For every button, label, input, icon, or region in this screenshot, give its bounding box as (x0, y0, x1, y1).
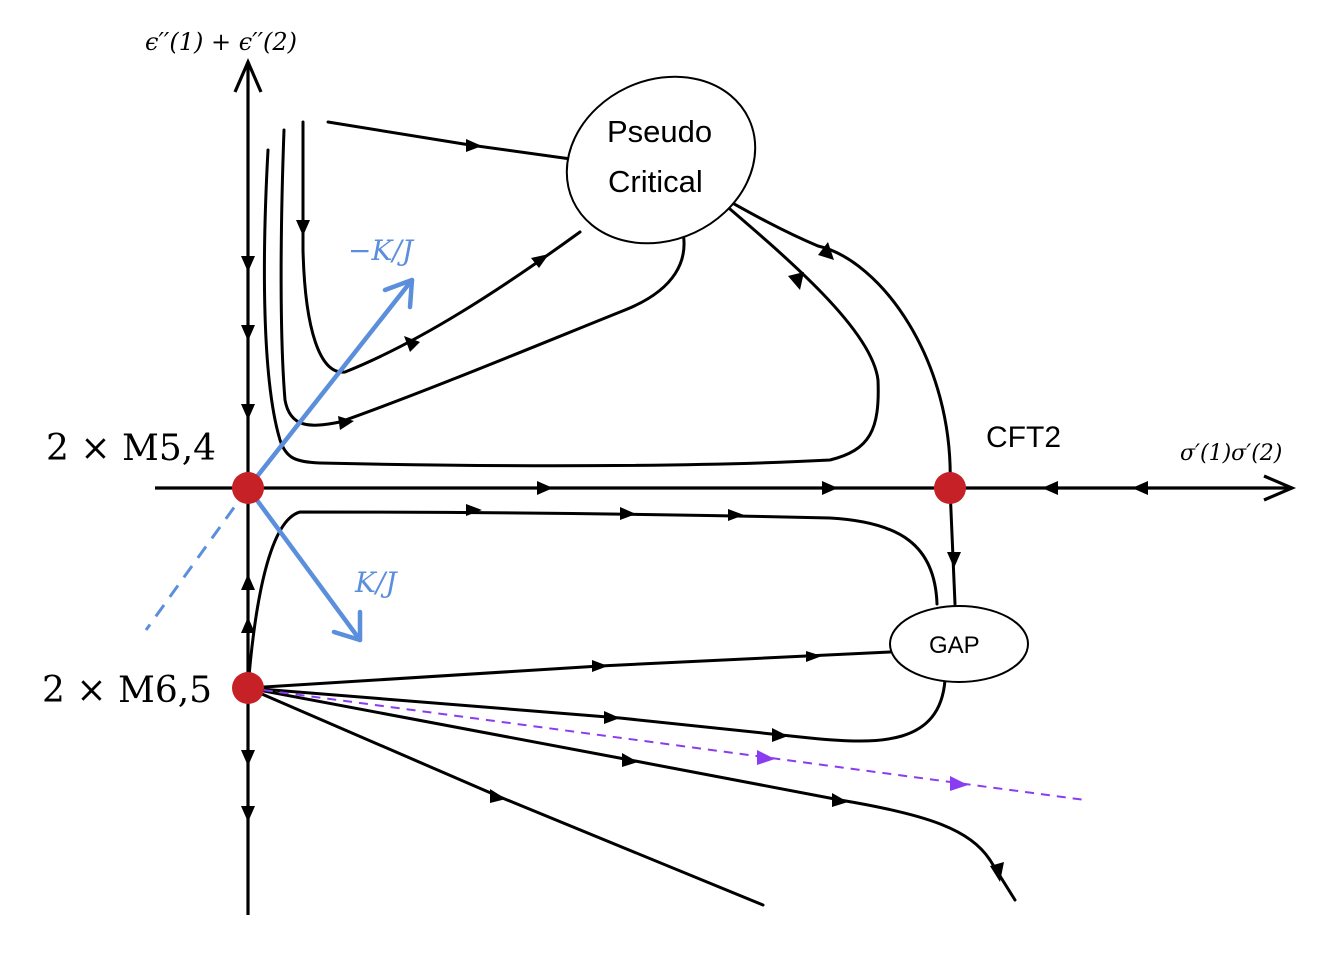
flow-m65-to-gap (246, 650, 892, 690)
minus-k-over-j-arrow (245, 277, 415, 491)
fixed-point-m54 (232, 472, 264, 504)
arrow-marker (490, 789, 506, 803)
arrow-marker (604, 711, 620, 724)
arrow-marker (788, 272, 804, 290)
flow-left-outer (262, 148, 880, 468)
y-axis-label: ϵ′′(1) + ϵ′′(2) (145, 28, 297, 56)
arrow-marker (947, 552, 961, 568)
flow-cft2-to-gap (948, 486, 957, 606)
arrow-marker (592, 660, 608, 672)
flow-m65-to-upper-band (246, 510, 939, 690)
arrow-marker (466, 504, 482, 516)
flow-cft2-to-pseudo (718, 194, 952, 490)
blue-dashed-extension (144, 487, 250, 631)
arrow-marker (832, 793, 848, 807)
flow-left-inner (301, 120, 582, 374)
flow-top-to-pseudo (326, 120, 580, 162)
m54-label: 2 × M5,4 (46, 428, 216, 469)
cft2-label: CFT2 (986, 421, 1061, 454)
k-over-j-arrowhead (331, 609, 363, 643)
arrow-marker (622, 753, 638, 767)
m65-label: 2 × M6,5 (42, 670, 212, 711)
arrow-marker (531, 254, 549, 268)
arrow-marker (728, 509, 744, 521)
gap-region (889, 605, 1029, 683)
arrow-marker (818, 242, 834, 260)
arrow-marker (466, 139, 482, 152)
arrow-marker (772, 728, 788, 742)
fixed-point-m65 (232, 672, 264, 704)
minus-k-over-j-arrowhead (382, 277, 415, 310)
flow-m65-steep (246, 686, 765, 907)
purple-arrow-marker (950, 776, 968, 791)
minus-k-over-j-label: −K/J (348, 234, 415, 267)
x-axis-arrowhead (1263, 474, 1297, 502)
purple-arrow-marker (757, 750, 775, 765)
y-axis-arrowhead (233, 57, 263, 93)
fixed-point-cft2 (934, 472, 966, 504)
pseudo-critical-region (565, 75, 757, 245)
x-axis-label: σ′(1)σ′(2) (1180, 441, 1282, 466)
x-axis-flow-arrows (537, 481, 1148, 495)
arrow-marker (806, 651, 822, 662)
k-over-j-label: K/J (354, 566, 398, 599)
arrow-marker (990, 862, 1004, 882)
k-over-j-arrow (245, 485, 363, 643)
flow-m65-to-gap-lower (246, 678, 947, 743)
arrow-marker (296, 220, 310, 236)
pseudo-label: Pseudo (607, 114, 712, 149)
gap-label: GAP (929, 632, 980, 659)
critical-label: Critical (608, 164, 703, 199)
arrow-marker (338, 416, 354, 430)
y-axis-flow-arrows (241, 256, 255, 822)
arrow-marker (620, 507, 636, 520)
dashed-flow-line (247, 687, 1086, 801)
arrow-marker (404, 336, 420, 352)
